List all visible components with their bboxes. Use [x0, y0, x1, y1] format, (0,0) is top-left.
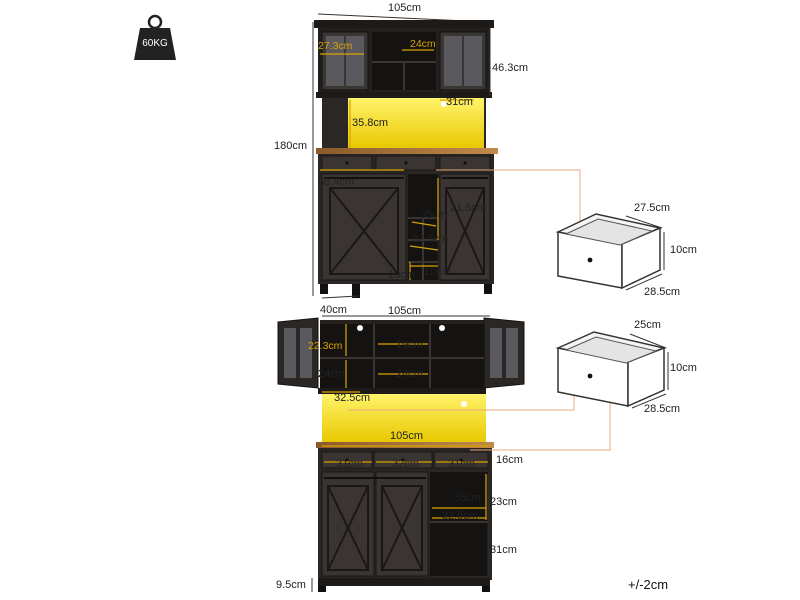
cubby-height-label: 10cm [424, 266, 451, 278]
weight-icon [134, 14, 176, 60]
center-shelf-label: 24cm [410, 38, 436, 50]
side-inner-depth-label: 32.5cm [442, 510, 479, 522]
drawer-left-label: 31cm [336, 458, 363, 470]
shelf-h1-label: 22.3cm [308, 340, 343, 352]
lower-height-label: 31cm [490, 544, 517, 556]
drawer-height-label: 16cm [496, 454, 523, 466]
drawer2-height-label: 10cm [670, 362, 697, 374]
side-inner-width-label: 35cm [454, 492, 481, 504]
tolerance-label: +/-2cm [628, 577, 669, 592]
inner-width-label: 32.5cm [412, 233, 449, 245]
drawer1-depth-label: 27.5cm [634, 202, 671, 214]
drawer2-depth-label: 25cm [634, 319, 661, 331]
hutch-height-label: 46.3cm [492, 62, 529, 74]
wine-height-label: 21.5cm [450, 202, 487, 214]
drawer-mid-label: 32cm [392, 458, 419, 470]
drawer-diagram-2 [555, 331, 669, 409]
top-cabinet [312, 13, 498, 299]
shelf-h3-label: 24cm [396, 368, 423, 380]
bottom-width-label: 105cm [388, 305, 422, 317]
top-width-label: 105cm [388, 2, 422, 14]
drawer2-width-label: 28.5cm [644, 403, 681, 415]
hutch-depth-label: 31cm [446, 96, 473, 108]
weight-label: 60KG [142, 38, 168, 49]
side-inner-height-label: 23cm [490, 496, 517, 508]
wine-width-label: 35cm [420, 209, 447, 221]
drawer-right-label: 31cm [448, 458, 475, 470]
bottom-cabinet [277, 315, 525, 592]
light-cavity-label: 35.8cm [352, 117, 389, 129]
leg-height-label: 9.5cm [276, 579, 306, 591]
drawer1-width-label: 28.5cm [644, 286, 681, 298]
glass-door-label: 27.3cm [318, 40, 353, 52]
total-height-label: 180cm [274, 140, 308, 152]
cubby-width-label: 10cm [388, 269, 415, 281]
drawer-diagram-1 [555, 213, 665, 291]
counter-width-label: 105cm [390, 430, 424, 442]
side-width-label: 38.4cm [318, 176, 355, 188]
cavity-width-label: 32.5cm [334, 392, 371, 404]
drawer1-height-label: 10cm [670, 244, 697, 256]
shelf-mid-label: 19cm [396, 339, 423, 351]
shelf-h2-label: 24cm [318, 368, 345, 380]
depth-label: 40cm [320, 304, 347, 316]
